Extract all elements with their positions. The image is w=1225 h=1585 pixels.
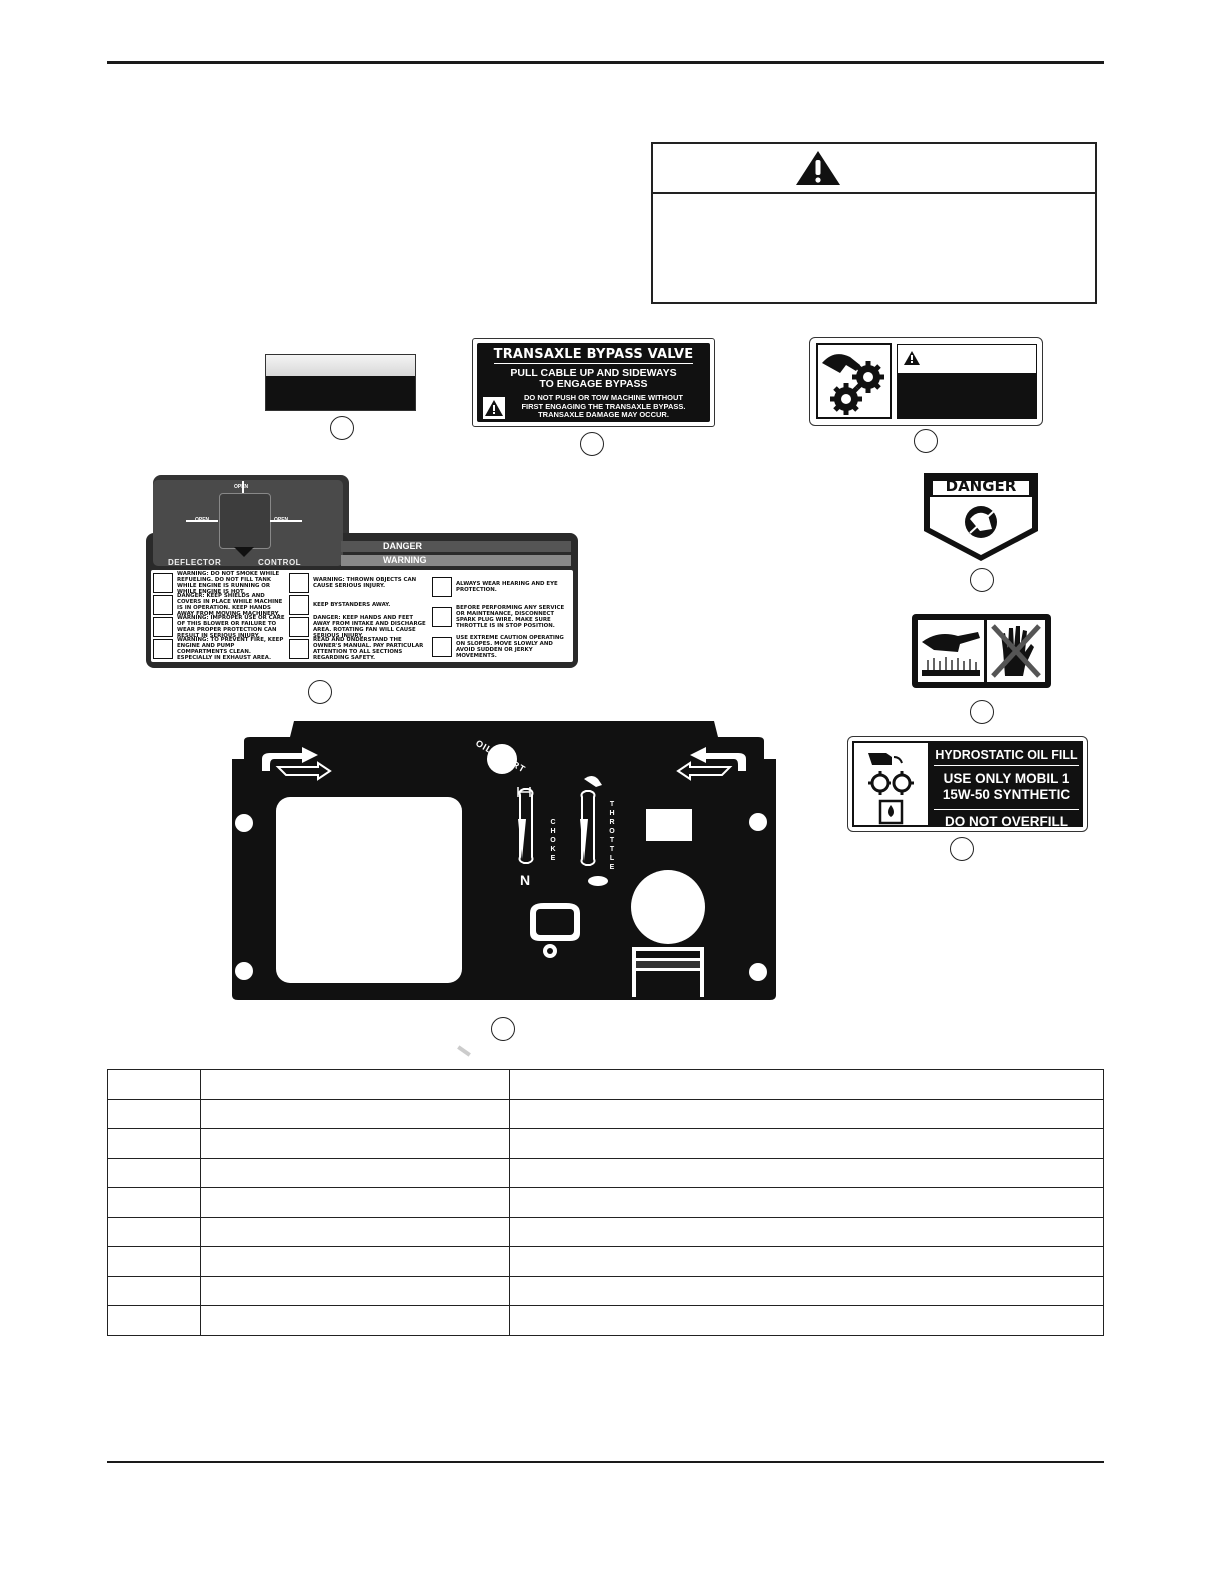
pinch-body — [897, 374, 1037, 419]
safety-row: READ AND UNDERSTAND THE OWNER'S MANUAL. … — [289, 637, 429, 661]
deflector-label: DEFLECTOR — [168, 558, 222, 567]
safety-row: WARNING: IMPROPER USE OR CARE OF THIS BL… — [153, 615, 285, 639]
decal-pinch-hazard — [809, 337, 1043, 426]
parts-table-body — [107, 1069, 1104, 1336]
decal-transaxle-bypass: TRANSAXLE BYPASS VALVE PULL CABLE UP AND… — [472, 338, 715, 427]
table-row — [107, 1216, 1104, 1247]
safety-row: KEEP BYSTANDERS AWAY. — [289, 594, 429, 616]
warning-triangle-icon — [904, 351, 920, 365]
choke-label: CHOKE — [550, 819, 556, 862]
decal-hydrostatic-oil: HYDROSTATIC OIL FILL USE ONLY MOBIL 1 15… — [847, 736, 1088, 832]
callout-circle — [491, 1017, 515, 1041]
safety-row: USE EXTREME CAUTION OPERATING ON SLOPES.… — [432, 632, 572, 662]
fire-icon — [153, 639, 173, 659]
spark-plug-icon — [432, 607, 452, 627]
table-row — [107, 1128, 1104, 1159]
callout-circle — [330, 416, 354, 440]
safety-row: DANGER: KEEP SHIELDS AND COVERS IN PLACE… — [153, 593, 285, 617]
safety-row: WARNING: TO PREVENT FIRE, KEEP ENGINE AN… — [153, 637, 285, 661]
bypass-line2: TO ENGAGE BYPASS — [539, 378, 648, 390]
table-row — [107, 1275, 1104, 1306]
oil-gear-icon — [852, 741, 930, 827]
bystanders-icon — [289, 595, 309, 615]
manual-book-icon — [289, 639, 309, 659]
bypass-title: TRANSAXLE BYPASS VALVE — [493, 347, 694, 364]
warning-triangle-icon — [796, 151, 840, 185]
throttle-label: THROTTLE — [609, 801, 615, 871]
arrow-down-icon — [234, 547, 254, 557]
header-rule — [107, 61, 1104, 64]
decal-blank-label — [265, 354, 416, 411]
danger-label: DANGER — [383, 541, 423, 551]
decal-danger-shield: DANGER — [922, 471, 1040, 563]
bypass-line1: PULL CABLE UP AND SIDEWAYS — [510, 367, 677, 379]
safety-row: ALWAYS WEAR HEARING AND EYE PROTECTION. — [432, 572, 572, 602]
bypass-line5: TRANSAXLE DAMAGE MAY OCCUR. — [538, 410, 669, 419]
shield-label: DANGER — [945, 477, 1017, 495]
warning-label: WARNING — [383, 555, 427, 565]
bypass-line3: DO NOT PUSH OR TOW MACHINE WITHOUT — [523, 393, 684, 402]
footer-rule — [107, 1461, 1104, 1463]
callout-circle — [950, 837, 974, 861]
table-row — [107, 1187, 1104, 1218]
hydro-line1: USE ONLY MOBIL 1 — [943, 771, 1070, 786]
pinch-title-bar — [897, 344, 1037, 374]
hydro-title: HYDROSTATIC OIL FILL — [934, 741, 1079, 766]
control-label: CONTROL — [258, 558, 302, 567]
hot-hand-icon — [918, 620, 984, 682]
bypass-line4: FIRST ENGAGING THE TRANSAXLE BYPASS. — [521, 401, 686, 411]
thrown-objects-icon — [289, 573, 309, 593]
callout-circle — [580, 432, 604, 456]
warning-box-header — [653, 144, 1095, 194]
intake-hazard-icon — [289, 617, 309, 637]
ear-eye-protection-icon — [432, 577, 452, 597]
table-row — [107, 1157, 1104, 1188]
callout-circle — [970, 568, 994, 592]
safety-row: WARNING: DO NOT SMOKE WHILE REFUELING. D… — [153, 571, 285, 595]
fan-hazard-icon — [153, 595, 173, 615]
safety-row: DANGER: KEEP HANDS AND FEET AWAY FROM IN… — [289, 615, 429, 639]
hydro-line2: 15W-50 SYNTHETIC — [942, 787, 1071, 802]
scan-mark — [457, 1045, 471, 1057]
no-smoking-icon — [153, 573, 173, 593]
decal-deflector-safety: OPEN OPEN OPEN DEFLECTOR CONTROL DANGER … — [146, 475, 578, 668]
table-row — [107, 1305, 1104, 1336]
no-hand-icon — [987, 620, 1045, 682]
table-row — [107, 1098, 1104, 1129]
warning-box — [651, 142, 1097, 304]
shield-shape — [924, 473, 1038, 561]
safety-row: BEFORE PERFORMING ANY SERVICE OR MAINTEN… — [432, 602, 572, 632]
warning-triangle-icon — [153, 617, 173, 637]
gear-hand-icon — [816, 343, 892, 419]
deflector-open-top: OPEN — [234, 484, 248, 490]
safety-row: WARNING: THROWN OBJECTS CAN CAUSE SERIOU… — [289, 572, 429, 594]
decal-control-panel: N — [232, 721, 776, 1000]
table-row — [107, 1246, 1104, 1277]
table-row — [107, 1069, 1104, 1100]
decal-hot-surface — [912, 614, 1051, 688]
slope-icon — [432, 637, 452, 657]
warning-triangle-icon — [483, 397, 505, 419]
callout-circle — [914, 429, 938, 453]
parts-table — [107, 1069, 1104, 1336]
callout-circle — [970, 700, 994, 724]
callout-circle — [308, 680, 332, 704]
svg-text:N: N — [520, 872, 530, 888]
hydro-line3: DO NOT OVERFILL — [934, 809, 1079, 829]
